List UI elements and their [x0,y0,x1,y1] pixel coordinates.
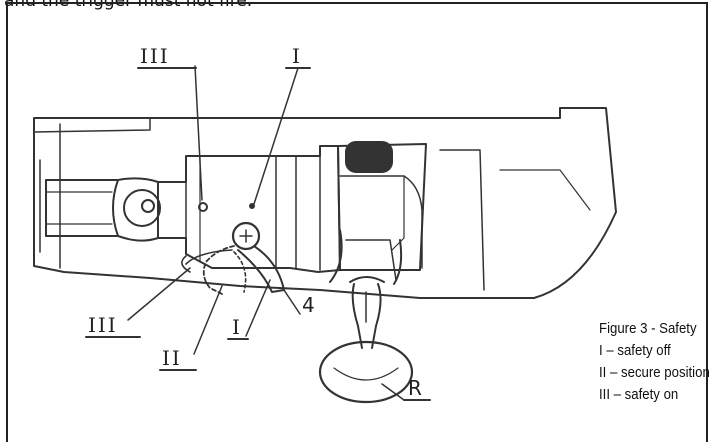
label-top-i: I [292,44,302,68]
trigger-stem [351,283,382,349]
caption-title: Figure 3 - Safety [599,320,697,337]
label-4: 4 [302,293,315,317]
safety-pivot [231,221,261,251]
caption-line-safety-off: I – safety off [599,342,671,359]
safety-lever [237,245,285,293]
figure-caption: Figure 3 - Safety I – safety off II – se… [599,318,710,406]
figure-frame [6,2,708,442]
caption-line-safety-on: III – safety on [599,386,679,403]
bolt-channel [45,179,119,237]
label-r: R [408,376,422,400]
header-text: and the trigger must not fire. [4,0,253,11]
trigger-pad [318,340,414,404]
label-bottom-ii: II [162,346,182,370]
caption-line-secure-position: II – secure position [599,364,710,381]
label-top-iii: III [140,44,170,68]
label-bottom-i: I [232,315,242,339]
receiver-outline [33,107,617,299]
label-bottom-iii: III [88,313,118,337]
